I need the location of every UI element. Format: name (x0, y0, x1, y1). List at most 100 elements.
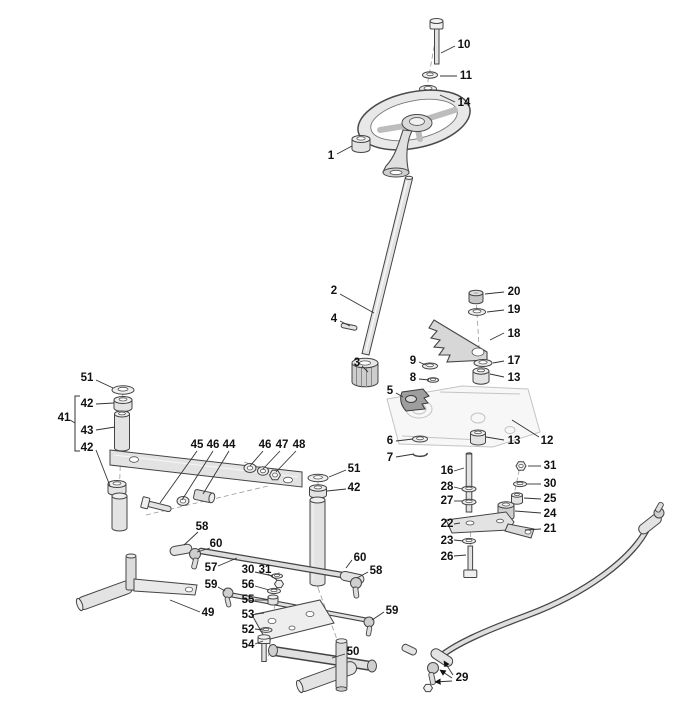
leader-line-43 (95, 426, 116, 431)
leader-line-41 (69, 419, 76, 424)
leader-line-29-1 (439, 669, 453, 679)
part-label-46b: 46 (259, 439, 272, 451)
bolt-10-part (429, 18, 444, 65)
leader-line-21 (524, 528, 542, 531)
leader-line-17 (492, 360, 505, 364)
circlip-7-part (412, 452, 428, 458)
plate-22-part (445, 511, 515, 534)
leader-line-46b (249, 450, 264, 467)
part-label-47: 47 (276, 439, 289, 451)
leader-line-10 (440, 45, 456, 54)
leader-line-28 (453, 486, 463, 490)
washer-28-part (461, 485, 477, 493)
washer-47-part (257, 466, 269, 476)
leader-line-31b (267, 573, 278, 581)
part-label-48: 48 (293, 439, 306, 451)
leader-line-23 (453, 539, 464, 542)
part-label-6: 6 (387, 435, 393, 447)
part-label-26: 26 (441, 551, 454, 563)
leader-line-16 (453, 467, 465, 472)
leader-line-13b (485, 436, 505, 441)
leader-line-48 (275, 450, 297, 473)
spindle-49-part (75, 553, 198, 612)
part-label-20: 20 (508, 286, 521, 298)
part-label-13a: 13 (508, 372, 521, 384)
part-label-11: 11 (460, 70, 473, 82)
part-label-29: 29 (456, 672, 469, 684)
part-label-42b: 42 (81, 442, 94, 454)
part-label-45: 45 (191, 439, 204, 451)
part-label-1: 1 (328, 150, 335, 162)
leader-line-59a (217, 586, 226, 592)
washer-19-part (468, 308, 486, 316)
part-label-31b: 31 (259, 564, 272, 576)
washer-11-part (422, 71, 438, 79)
nut-31b-part (273, 579, 285, 589)
leader-line-7 (395, 453, 415, 458)
leader-line-9 (418, 361, 427, 366)
washer-6-part (412, 435, 428, 443)
post-lower-left-part (111, 492, 128, 532)
leader-line-51b (328, 469, 347, 478)
bolt-26-part (463, 545, 478, 578)
part-label-44: 44 (223, 439, 236, 451)
leader-line-20 (484, 291, 505, 295)
part-label-31a: 31 (544, 460, 557, 472)
bushing-13-part (472, 367, 490, 385)
leader-line-1 (336, 145, 353, 155)
washer-51-left-part (111, 385, 135, 395)
ball-joint-58a-part (169, 543, 201, 570)
washer-27-part (461, 498, 477, 506)
leader-line-2 (339, 293, 375, 314)
leader-line-14 (439, 94, 456, 103)
drag-link-57-part (197, 547, 352, 580)
part-label-60a: 60 (210, 538, 223, 550)
washer-46a-part (176, 496, 190, 506)
leader-line-57 (217, 557, 238, 567)
washer-8-part (427, 377, 439, 383)
washer-9-part (422, 362, 438, 370)
leader-line-60b (345, 559, 353, 569)
part-label-25: 25 (544, 493, 557, 505)
collar-42a-part (113, 396, 133, 412)
part-label-51a: 51 (81, 372, 94, 384)
leader-line-18 (489, 332, 505, 341)
leader-line-3 (361, 365, 369, 373)
part-label-18: 18 (508, 328, 521, 340)
part-label-46a: 46 (207, 439, 220, 451)
leader-line-6 (395, 438, 414, 442)
leader-line-25 (523, 497, 542, 500)
bushing-25-part (511, 492, 523, 505)
label-bracket-41-group (74, 395, 80, 452)
part-label-21: 21 (544, 523, 557, 535)
plate-53-part (251, 599, 335, 641)
leader-line-29 (443, 660, 454, 676)
washer-30b-part (271, 573, 283, 579)
part-label-42a: 42 (81, 398, 94, 410)
leader-line-58a (183, 531, 199, 546)
leader-line-12 (511, 419, 540, 438)
leader-line-26 (453, 554, 467, 557)
part-label-51b: 51 (348, 463, 361, 475)
leader-line-53 (254, 612, 265, 615)
part-label-24: 24 (544, 508, 557, 520)
part-label-2: 2 (331, 285, 337, 297)
coupler-3-part (351, 357, 379, 388)
part-label-42c: 42 (348, 482, 361, 494)
bolt-45-part (140, 496, 172, 513)
sleeve-44-part (193, 489, 216, 504)
part-label-9: 9 (410, 355, 416, 367)
post-right-part (309, 496, 326, 587)
part-label-23: 23 (441, 535, 454, 547)
clamp-1-part (351, 135, 371, 153)
spacer-43-part (114, 410, 130, 452)
washer-51-right-part (307, 473, 329, 483)
part-label-50: 50 (347, 646, 360, 658)
leader-line-13a (489, 373, 505, 378)
leader-line-19 (486, 309, 505, 313)
leader-line-50 (331, 653, 346, 659)
bushing-13b-part (470, 429, 486, 446)
leader-line-42b (95, 449, 111, 487)
leader-line-45 (159, 450, 198, 504)
leader-line-22 (453, 522, 461, 525)
